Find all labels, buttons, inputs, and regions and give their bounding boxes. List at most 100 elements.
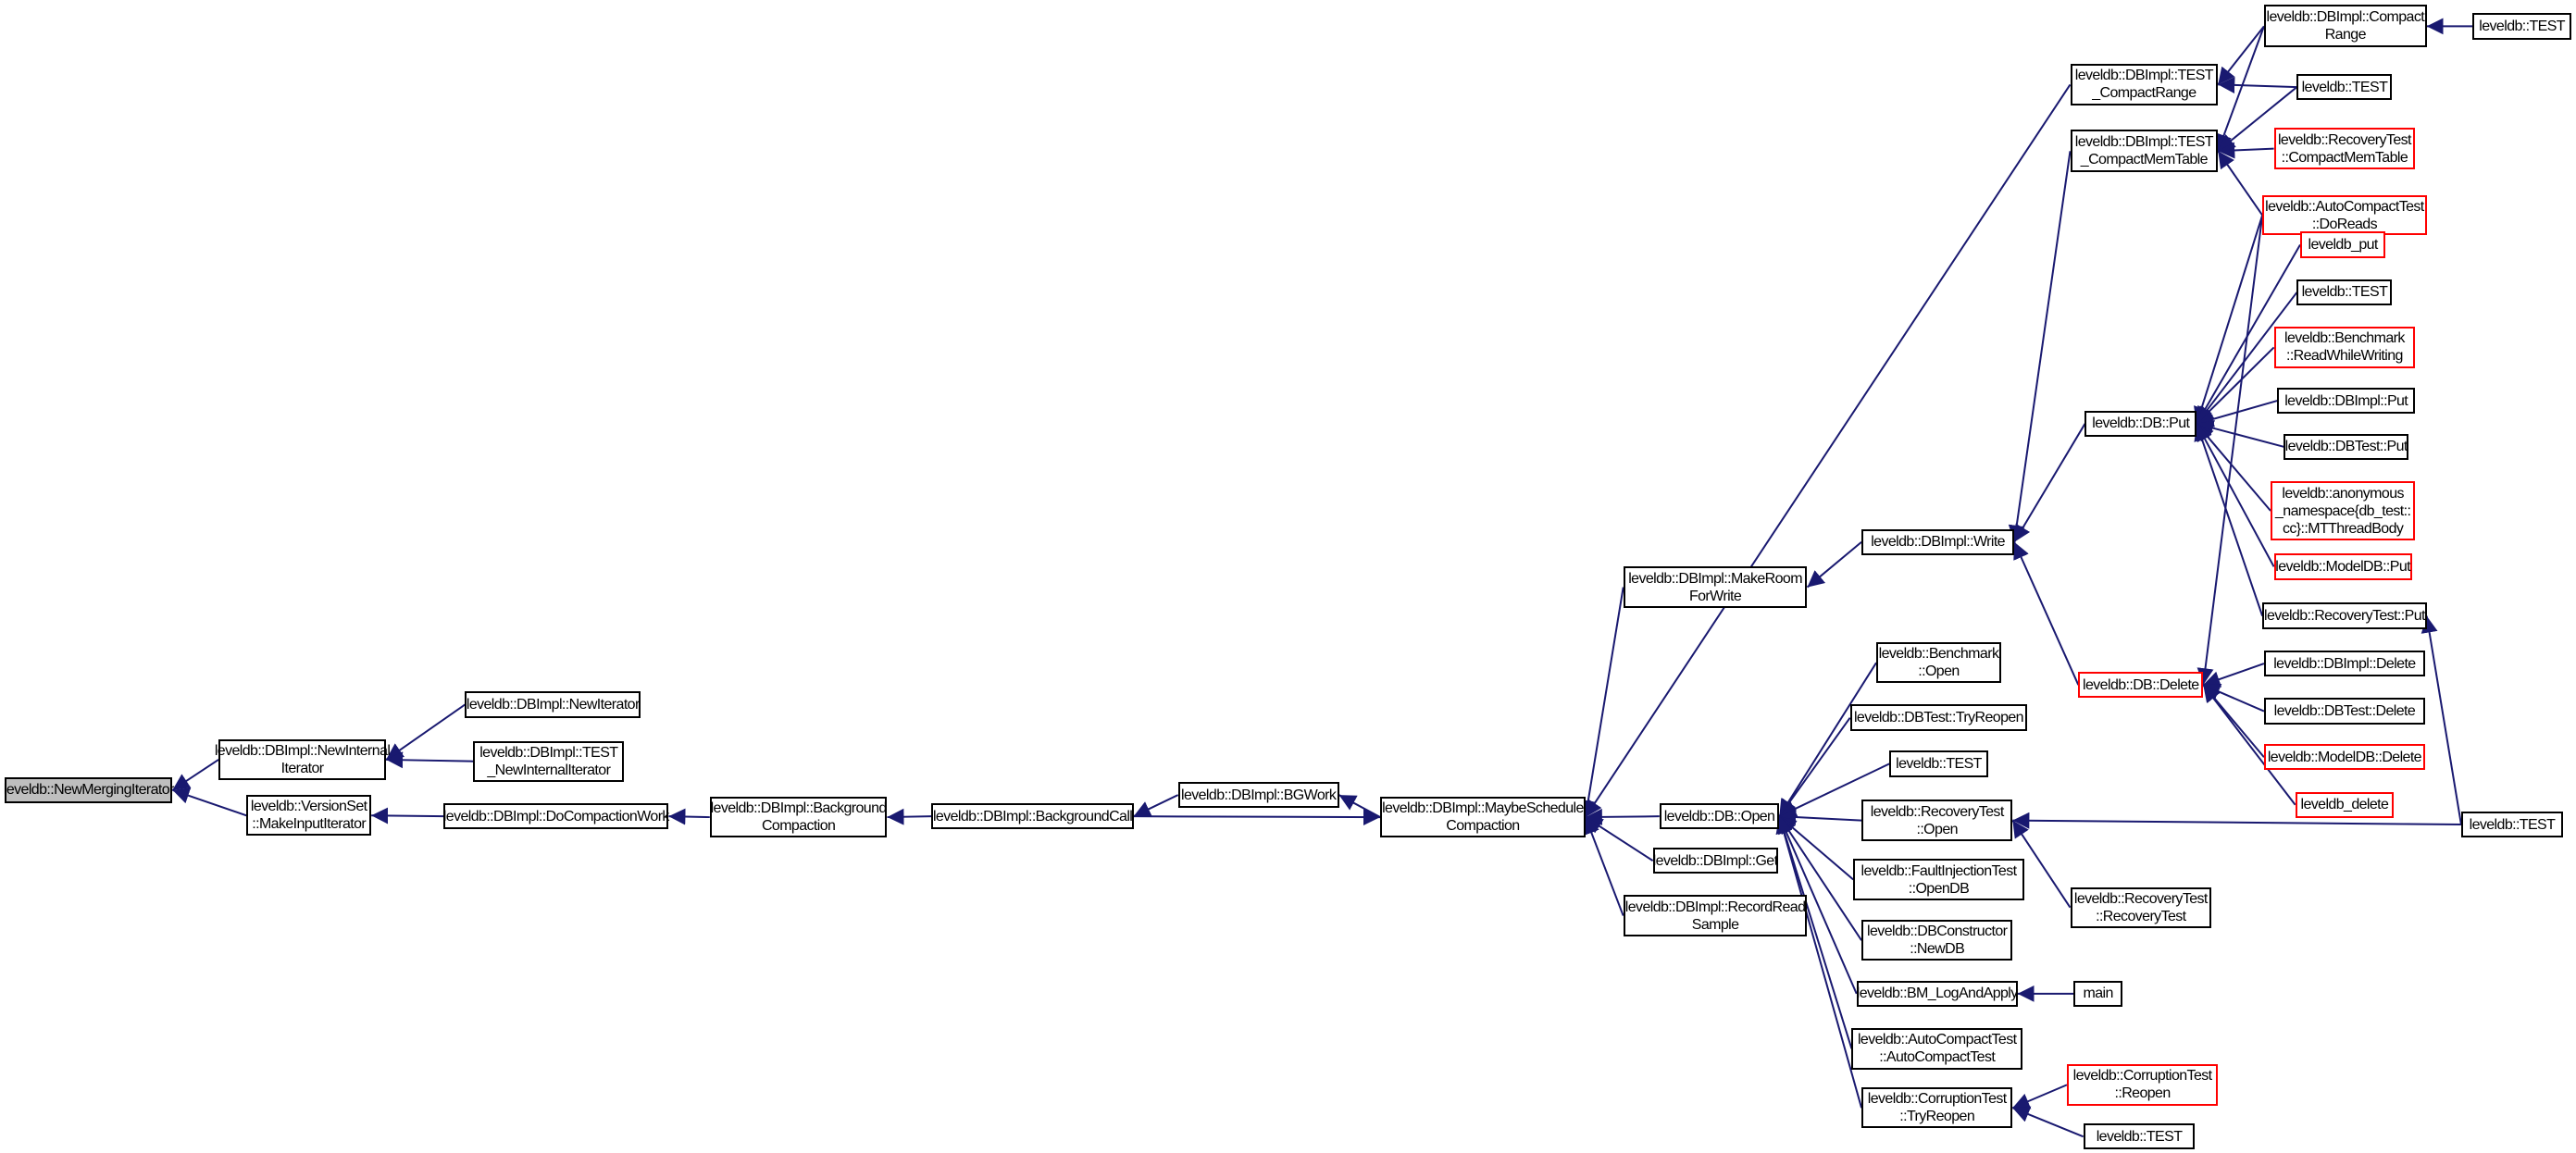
graph-node[interactable]: leveldb::DBImpl::BackgroundCall — [931, 802, 1134, 830]
graph-node[interactable]: leveldb::DB::Put — [2084, 410, 2197, 438]
graph-node[interactable]: leveldb_put — [2300, 231, 2386, 258]
node-label: leveldb::DBImpl::Delete — [2273, 655, 2416, 672]
node-label: ::Open — [1916, 821, 1958, 837]
graph-node[interactable]: leveldb::DBImpl::NewIterator — [465, 691, 641, 718]
graph-node[interactable]: leveldb::anonymous_namespace{db_test::cc… — [2271, 481, 2416, 540]
graph-node[interactable]: leveldb::RecoveryTest::CompactMemTable — [2273, 128, 2416, 169]
call-edge — [2196, 215, 2264, 686]
call-edge — [2013, 423, 2086, 543]
graph-node[interactable]: leveldb::DBImpl::Write — [1861, 528, 2015, 555]
graph-node[interactable]: leveldb::VersionSet::MakeInputIterator — [246, 795, 372, 837]
graph-node[interactable]: leveldb::TEST — [2472, 13, 2571, 40]
node-label: _CompactMemTable — [2080, 152, 2209, 168]
node-label: leveldb::DBImpl::TEST — [2074, 68, 2214, 84]
node-label: leveldb::TEST — [1896, 755, 1982, 772]
node-label: ::CompactMemTable — [2281, 149, 2408, 166]
call-edge — [2202, 663, 2265, 688]
graph-node[interactable]: leveldb::DBTest::Delete — [2263, 698, 2425, 725]
node-label: leveldb::NewMergingIterator — [3, 782, 175, 799]
graph-node[interactable]: leveldb::DBImpl::Put — [2277, 387, 2416, 415]
call-edge — [2196, 419, 2284, 448]
graph-node[interactable]: leveldb::DBConstructor::NewDB — [1861, 920, 2013, 961]
call-edge — [1579, 587, 1624, 818]
node-label: ::OpenDB — [1908, 880, 1970, 897]
node-label: leveldb::DBImpl::BGWork — [1180, 787, 1337, 803]
node-label: leveldb::DB::Put — [2092, 415, 2190, 432]
graph-node[interactable]: leveldb::RecoveryTest::Put — [2262, 602, 2427, 629]
node-label: leveldb::DBImpl::DoCompactionWork — [442, 808, 670, 824]
node-label: leveldb::TEST — [2469, 816, 2556, 833]
graph-node[interactable]: leveldb::DBTest::TryReopen — [1849, 704, 2028, 731]
graph-node[interactable]: leveldb::TEST — [2296, 73, 2393, 101]
graph-node[interactable]: leveldb_delete — [2295, 791, 2395, 818]
graph-node[interactable]: leveldb::DBImpl::Get — [1652, 847, 1778, 874]
node-label: leveldb::DBImpl::MaybeSchedule — [1382, 800, 1584, 817]
graph-node[interactable]: leveldb::DBImpl::TEST_CompactRange — [2070, 64, 2219, 105]
call-edge — [668, 808, 710, 825]
graph-node[interactable]: leveldb::DBImpl::DoCompactionWork — [442, 802, 670, 830]
node-label: leveldb::ModelDB::Put — [2275, 558, 2410, 575]
graph-node[interactable]: leveldb::ModelDB::Put — [2273, 553, 2412, 580]
node-label: leveldb::DB::Open — [1663, 808, 1775, 824]
graph-node[interactable]: leveldb::RecoveryTest::Open — [1861, 800, 2013, 841]
graph-node[interactable]: leveldb::ModelDB::Delete — [2263, 744, 2425, 771]
graph-node[interactable]: leveldb::AutoCompactTest::DoReads — [2262, 195, 2427, 235]
node-label: leveldb::anonymous — [2282, 485, 2404, 502]
graph-node[interactable]: leveldb::DBImpl::BGWork — [1177, 781, 1339, 809]
graph-node[interactable]: leveldb::TEST — [1889, 750, 1988, 777]
node-label: leveldb::DBTest::TryReopen — [1853, 710, 2024, 726]
graph-node[interactable]: leveldb::AutoCompactTest::AutoCompactTes… — [1851, 1028, 2023, 1070]
node-label: _NewInternalIterator — [487, 762, 611, 778]
node-label: Range — [2324, 27, 2367, 43]
call-edge — [1585, 83, 2072, 818]
graph-node[interactable]: leveldb::TEST — [2296, 279, 2393, 306]
graph-node[interactable]: leveldb::TEST — [2460, 811, 2563, 838]
node-label: cc}::MTThreadBody — [2282, 520, 2404, 537]
call-edge — [2193, 215, 2264, 425]
graph-node[interactable]: leveldb::DB::Delete — [2078, 671, 2204, 699]
graph-node[interactable]: leveldb::Benchmark::Open — [1876, 642, 2001, 684]
call-edge — [385, 703, 466, 761]
call-edge — [2217, 150, 2263, 217]
graph-node[interactable]: leveldb::DBImpl::Delete — [2263, 650, 2425, 677]
call-edge — [2218, 142, 2274, 159]
node-label: leveldb::DBConstructor — [1867, 924, 2008, 940]
graph-node[interactable]: leveldb::FaultInjectionTest::OpenDB — [1853, 859, 2024, 900]
call-edge — [386, 751, 474, 769]
node-label: leveldb_put — [2308, 236, 2379, 253]
graph-node[interactable]: leveldb::DBImpl::TEST_CompactMemTable — [2070, 130, 2219, 173]
node-label: leveldb::DBImpl::NewInternal — [214, 742, 391, 759]
node-label: leveldb::DBImpl::MakeRoom — [1628, 570, 1802, 587]
graph-node[interactable]: leveldb::Benchmark::ReadWhileWriting — [2273, 327, 2416, 368]
node-label: leveldb::TEST — [2479, 18, 2565, 34]
node-label: ::AutoCompactTest — [1879, 1049, 1996, 1066]
call-edge — [1776, 815, 1853, 1049]
node-label: leveldb::DBImpl::BackgroundCall — [932, 808, 1133, 824]
graph-node[interactable]: leveldb::RecoveryTest::RecoveryTest — [2070, 886, 2212, 928]
node-label: ::NewDB — [1910, 941, 1965, 958]
call-edge — [1338, 794, 1381, 818]
graph-node[interactable]: leveldb::DBImpl::TEST_NewInternalIterato… — [473, 740, 625, 782]
node-label: leveldb::AutoCompactTest — [1857, 1032, 2017, 1048]
node-label: leveldb::Benchmark — [1878, 646, 1999, 663]
graph-node[interactable]: leveldb::BM_LogAndApply — [1856, 980, 2018, 1008]
call-edge — [1778, 662, 1877, 817]
call-edge — [1133, 809, 1381, 826]
node-label: leveldb::RecoveryTest — [1870, 803, 2005, 820]
graph-node[interactable]: leveldb::CorruptionTest::Reopen — [2066, 1064, 2219, 1106]
graph-node[interactable]: leveldb::DB::Open — [1659, 802, 1780, 830]
node-label: leveldb::DBTest::Put — [2284, 439, 2408, 455]
graph-node[interactable]: leveldb::DBTest::Put — [2284, 433, 2409, 460]
node-label: leveldb::CorruptionTest — [1867, 1091, 2007, 1108]
graph-node[interactable]: main — [2073, 980, 2123, 1008]
graph-node[interactable]: leveldb::CorruptionTest::TryReopen — [1861, 1087, 2013, 1129]
graph-node[interactable]: leveldb::TEST — [2083, 1123, 2196, 1150]
call-edge — [2217, 86, 2298, 153]
graph-node[interactable]: leveldb::NewMergingIterator — [3, 776, 175, 803]
